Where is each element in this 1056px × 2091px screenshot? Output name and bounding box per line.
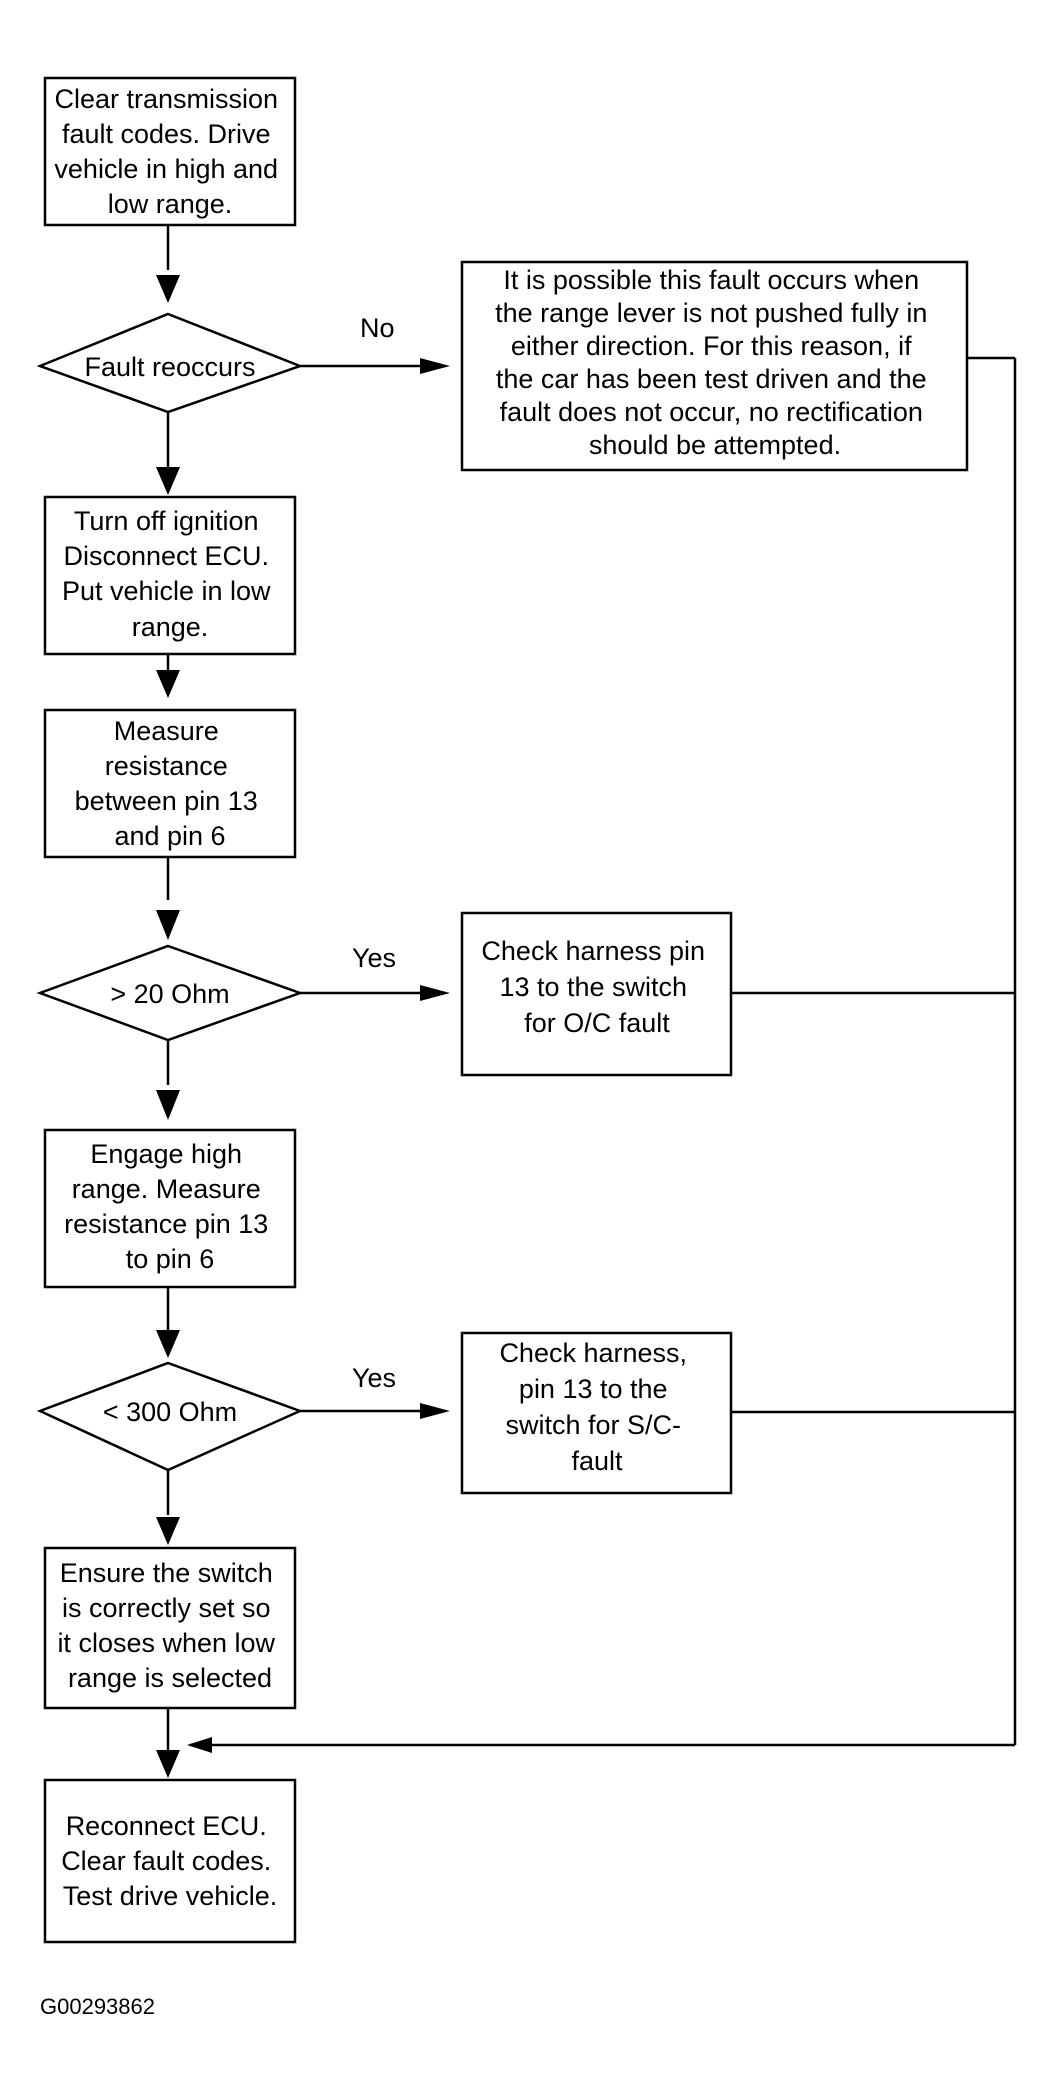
sc-check-text: Check harness, pin 13 to the switch for … [499, 1338, 694, 1476]
arrow-down-2 [156, 467, 180, 495]
step-box-clear-codes [43, 76, 297, 227]
figure-code-caption: G00293862 [40, 1994, 155, 2019]
decision-gt-20-ohm [36, 944, 304, 1042]
step-box-turn-off [43, 495, 297, 656]
arrow-down-3 [156, 670, 180, 698]
note-box [460, 260, 969, 472]
step-box-engage-high [43, 1128, 297, 1289]
decision-lt-300-ohm [36, 1361, 304, 1472]
arrow-down-8 [156, 1750, 180, 1778]
step-text-ensure-switch: Ensure the switch is correctly set so it… [57, 1558, 282, 1693]
arrow-down-5 [156, 1090, 180, 1120]
branch-label-yes-2: Yes [352, 1363, 396, 1393]
sc-check-box [460, 1331, 733, 1495]
arrowheads [156, 275, 450, 1778]
branch-label-yes-1: Yes [352, 943, 396, 973]
decision-text-gt-20-ohm: > 20 Ohm [110, 979, 229, 1009]
arrow-down-4 [156, 910, 180, 940]
decision-text-fault-reoccurs: Fault reoccurs [84, 352, 255, 382]
arrow-down-1 [156, 275, 180, 303]
step-box-reconnect [43, 1778, 297, 1944]
arrow-right-no [420, 358, 450, 374]
oc-check-text: Check harness pin 13 to the switch for O… [481, 936, 712, 1038]
arrow-down-6 [156, 1330, 180, 1358]
oc-check-box [460, 911, 733, 1077]
arrow-down-7 [156, 1517, 180, 1545]
decision-text-lt-300-ohm: < 300 Ohm [103, 1397, 237, 1427]
connector-lines [166, 225, 1017, 1772]
arrow-left-return [187, 1737, 212, 1753]
note-text: It is possible this fault occurs when th… [495, 265, 935, 460]
step-text-reconnect: Reconnect ECU. Clear fault codes. Test d… [61, 1811, 279, 1911]
step-box-ensure-switch [43, 1546, 297, 1710]
arrow-right-yes-2 [420, 1403, 450, 1419]
step-text-measure-low: Measure resistance between pin 13 and pi… [75, 716, 266, 851]
branch-label-no: No [360, 313, 395, 343]
step-text-turn-off: Turn off ignition Disconnect ECU. Put ve… [62, 506, 278, 642]
decision-fault-reoccurs [36, 312, 304, 414]
step-text-engage-high: Engage high range. Measure resistance pi… [64, 1139, 276, 1274]
step-text-clear-codes: Clear transmission fault codes. Drive ve… [54, 84, 285, 219]
step-box-measure-low [43, 708, 297, 859]
arrow-right-yes-1 [420, 985, 450, 1001]
